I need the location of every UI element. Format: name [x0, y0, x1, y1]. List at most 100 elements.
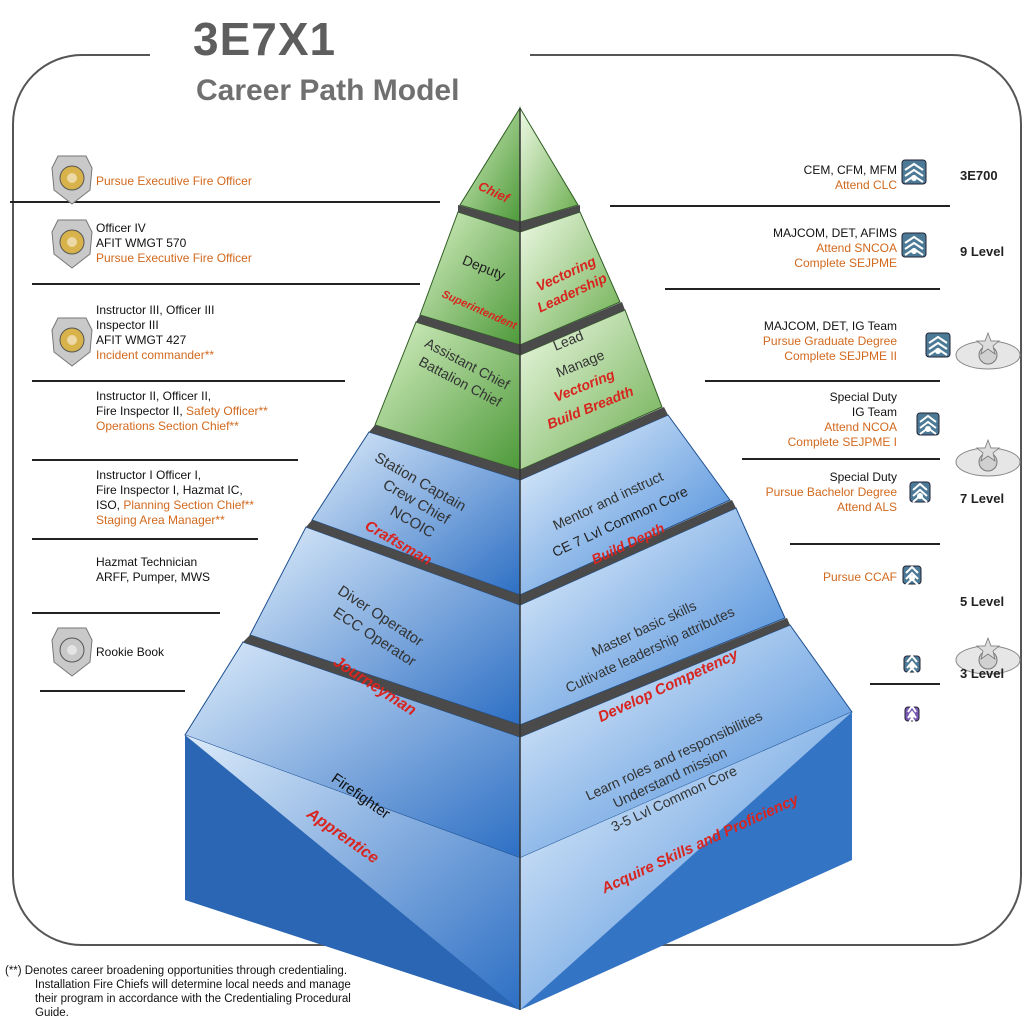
divider-line	[742, 458, 940, 460]
left-tier-line-text: Instructor III, Officer III	[96, 303, 215, 317]
footnote-line: Installation Fire Chiefs will determine …	[35, 979, 351, 991]
left-tier-text: Instructor II, Officer II,Fire Inspector…	[96, 389, 268, 434]
left-tier-line-text: AFIT WMGT 570	[96, 236, 187, 250]
left-tier-line-text: Instructor II, Officer II,	[96, 389, 212, 403]
right-tier-line: Complete SEJPME II	[784, 349, 897, 363]
right-tier-line: Complete SEJPME	[794, 256, 897, 270]
left-tier-line-text: Incident commander**	[96, 348, 215, 362]
divider-line	[32, 283, 420, 285]
chief-master-sergeant-chevron-icon	[901, 159, 927, 185]
right-tier-line: Attend ALS	[836, 500, 897, 514]
page-title: 3E7X1	[193, 13, 337, 65]
left-tier-text: Rookie Book	[96, 645, 164, 660]
left-tier-line: Fire Inspector II, Safety Officer**	[96, 404, 268, 419]
left-tier-line-text: ISO,	[96, 498, 124, 512]
right-tier-text: Pursue CCAF	[823, 570, 897, 585]
master-sergeant-chevron-icon	[925, 332, 951, 358]
divider-line	[870, 683, 940, 685]
technical-sergeant-chevron-icon	[916, 412, 940, 436]
pyramid-ledge	[243, 618, 790, 737]
pyramid-base-face-right	[520, 712, 852, 1010]
left-tier-line: Rookie Book	[96, 645, 164, 660]
left-tier-line: Fire Inspector I, Hazmat IC,	[96, 483, 254, 498]
left-tier-line-text: Hazmat Technician	[96, 555, 198, 569]
left-tier-line-text: Planning Section Chief**	[123, 498, 255, 512]
left-tier-line: Instructor II, Officer II,	[96, 389, 268, 404]
left-tier-line: Pursue Executive Fire Officer	[96, 251, 252, 266]
pyramid-ledge	[306, 500, 736, 605]
fire-badge-gold-icon	[51, 155, 93, 205]
left-tier-line: Operations Section Chief**	[96, 419, 268, 434]
right-tier-line: MAJCOM, DET, IG Team	[763, 319, 897, 333]
pyramid-ledge	[416, 302, 625, 355]
right-tier-line: Complete SEJPME I	[787, 435, 897, 449]
level-label-3e700: 3E700	[960, 168, 998, 183]
fire-badge-gold-icon	[51, 219, 93, 269]
divider-line	[32, 612, 220, 614]
left-tier-line: Staging Area Manager**	[96, 513, 254, 528]
divider-line	[705, 380, 940, 382]
divider-line	[610, 205, 950, 207]
left-tier-text: Pursue Executive Fire Officer	[96, 174, 252, 189]
footnote-line: (**) Denotes career broadening opportuni…	[5, 965, 348, 977]
left-tier-line-text: Fire Inspector I, Hazmat IC,	[96, 483, 243, 497]
divider-line	[32, 538, 258, 540]
right-tier-line: Attend CLC	[834, 178, 897, 192]
divider-line	[10, 201, 440, 203]
left-tier-line-text: Safety Officer**	[186, 404, 268, 418]
level-label-9: 9 Level	[960, 244, 1005, 259]
left-tier-line-text: Staging Area Manager**	[96, 513, 225, 527]
left-tier-line-text: Operations Section Chief**	[96, 419, 239, 433]
senior-airman-chevron-icon	[902, 565, 922, 586]
left-tier-line: AFIT WMGT 427	[96, 333, 214, 348]
right-tier-line: CEM, CFM, MFM	[803, 163, 897, 177]
staff-sergeant-chevron-icon	[909, 481, 931, 503]
footnote-line: their program in accordance with the Cre…	[35, 993, 351, 1005]
right-tier-line: Pursue CCAF	[822, 570, 897, 584]
basic-badge-icon	[955, 636, 1021, 675]
footnote-line: Guide.	[35, 1007, 69, 1019]
pyramid-base-face-left	[185, 735, 520, 1010]
left-tier-line: ARFF, Pumper, MWS	[96, 570, 210, 585]
left-tier-line: ISO, Planning Section Chief**	[96, 498, 254, 513]
divider-line	[665, 288, 940, 290]
left-tier-line: AFIT WMGT 570	[96, 236, 252, 251]
left-tier-line: Hazmat Technician	[96, 555, 210, 570]
right-tier-line: Attend NCOA	[824, 420, 897, 434]
left-tier-line-text: Pursue Executive Fire Officer	[96, 251, 252, 265]
divider-line	[32, 459, 298, 461]
right-tier-line: Attend SNCOA	[816, 241, 897, 255]
left-tier-line: Incident commander**	[96, 348, 214, 363]
level-label-5: 5 Level	[960, 594, 1005, 609]
page-subtitle: Career Path Model	[196, 74, 460, 107]
divider-line	[790, 543, 940, 545]
left-tier-text: Instructor I Officer I,Fire Inspector I,…	[96, 468, 254, 528]
right-tier-line: Pursue Graduate Degree	[762, 334, 897, 348]
footnote: (**) Denotes career broadening opportuni…	[5, 964, 351, 1020]
left-tier-line-text: ARFF, Pumper, MWS	[96, 570, 211, 584]
left-tier-line: Instructor III, Officer III	[96, 303, 214, 318]
divider-line	[32, 380, 345, 382]
right-tier-line: Special Duty	[829, 470, 897, 484]
right-tier-line: IG Team	[851, 405, 897, 419]
senior-master-sergeant-chevron-icon	[901, 232, 927, 258]
right-tier-line: Pursue Bachelor Degree	[765, 485, 897, 499]
left-tier-line: Inspector III	[96, 318, 214, 333]
left-tier-line-text: Rookie Book	[96, 645, 165, 659]
left-tier-line-text: Pursue Executive Fire Officer	[96, 174, 252, 188]
left-tier-line-text: AFIT WMGT 427	[96, 333, 187, 347]
master-badge-icon	[955, 331, 1021, 370]
left-tier-line-text: Instructor I Officer I,	[96, 468, 202, 482]
left-tier-line: Officer IV	[96, 221, 252, 236]
right-tier-line: Special Duty	[829, 390, 897, 404]
airman-chevron-icon	[904, 704, 920, 725]
